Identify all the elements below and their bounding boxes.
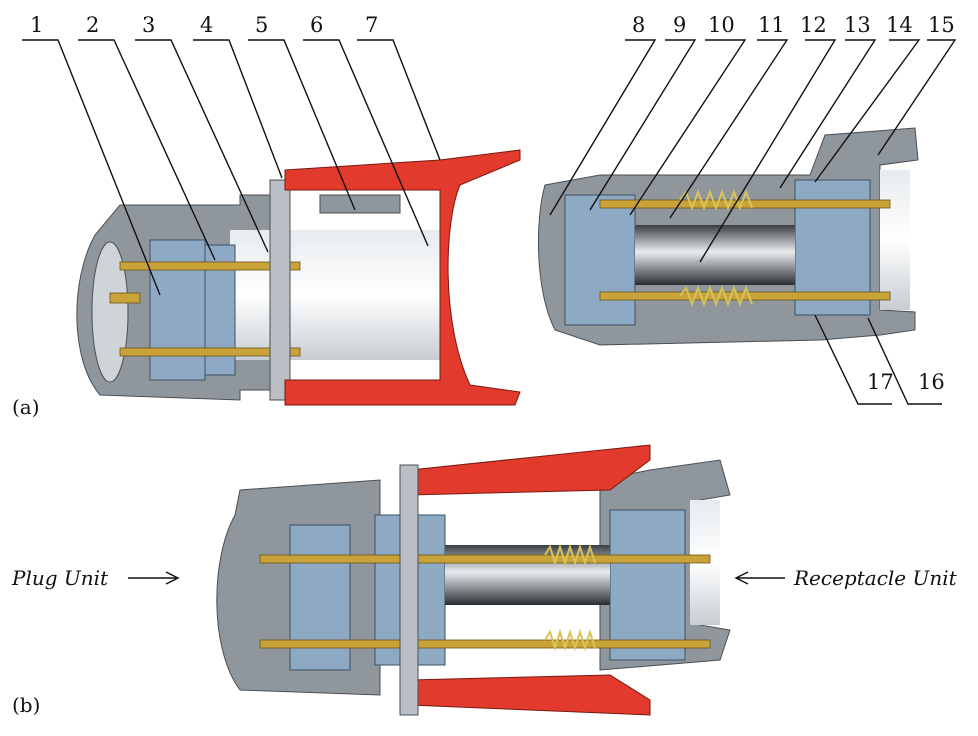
- plug-insulator-front: [149, 239, 206, 381]
- plug-unit-exploded: [76, 149, 521, 406]
- callout-7: 7: [365, 13, 378, 37]
- mated-spring-upper: [544, 543, 596, 567]
- callout-17: 17: [867, 370, 894, 394]
- callout-9: 9: [673, 13, 686, 37]
- plug-inner-sleeve: [319, 194, 401, 214]
- receptacle-insulator-front: [564, 194, 636, 326]
- receptacle-spring-upper: [679, 189, 753, 211]
- callout-14: 14: [886, 13, 913, 37]
- mated-tube: [445, 545, 610, 605]
- plug-contact-lower: [119, 347, 301, 357]
- mated-red-sleeve-top: [409, 444, 651, 496]
- callout-15: 15: [928, 13, 955, 37]
- receptacle-contact-upper: [599, 199, 891, 209]
- panel-a-label: (a): [12, 395, 40, 419]
- mated-insulator-receptacle: [609, 509, 686, 661]
- plug-contact-center: [109, 292, 141, 304]
- callout-3: 3: [142, 13, 155, 37]
- receptacle-spring-lower: [679, 285, 753, 307]
- receptacle-tube: [635, 225, 795, 285]
- callout-16: 16: [918, 370, 945, 394]
- callout-4: 4: [200, 13, 213, 37]
- callout-numbers: 1 2 3 4 5 6 7 8 9 10 11 12 13 14 15 16 1…: [30, 13, 955, 394]
- mated-assembly: [216, 444, 731, 716]
- callout-1: 1: [30, 13, 43, 37]
- leader-lines: [22, 39, 957, 585]
- receptacle-rear-bore: [880, 170, 910, 310]
- callout-6: 6: [310, 13, 323, 37]
- mated-coupling-ring: [399, 464, 419, 716]
- plug-red-sleeve: [284, 149, 521, 406]
- callout-8: 8: [632, 13, 645, 37]
- callout-2: 2: [86, 13, 99, 37]
- mated-contact-lower: [259, 639, 711, 649]
- mated-spring-lower: [544, 628, 596, 652]
- plug-unit-label: Plug Unit: [11, 566, 109, 590]
- callout-10: 10: [708, 13, 735, 37]
- callout-13: 13: [844, 13, 871, 37]
- mated-contact-upper: [259, 554, 711, 564]
- receptacle-unit-label: Receptacle Unit: [793, 566, 958, 590]
- plug-bore: [230, 230, 445, 360]
- panel-b-label: (b): [12, 693, 40, 717]
- plug-coupling-ring: [269, 179, 291, 401]
- receptacle-unit-exploded: [537, 127, 919, 346]
- mated-red-sleeve-bottom: [409, 674, 651, 716]
- callout-11: 11: [758, 13, 785, 37]
- plug-contact-upper: [119, 261, 301, 271]
- plug-front-face: [91, 241, 129, 383]
- callout-5: 5: [255, 13, 268, 37]
- callout-12: 12: [800, 13, 827, 37]
